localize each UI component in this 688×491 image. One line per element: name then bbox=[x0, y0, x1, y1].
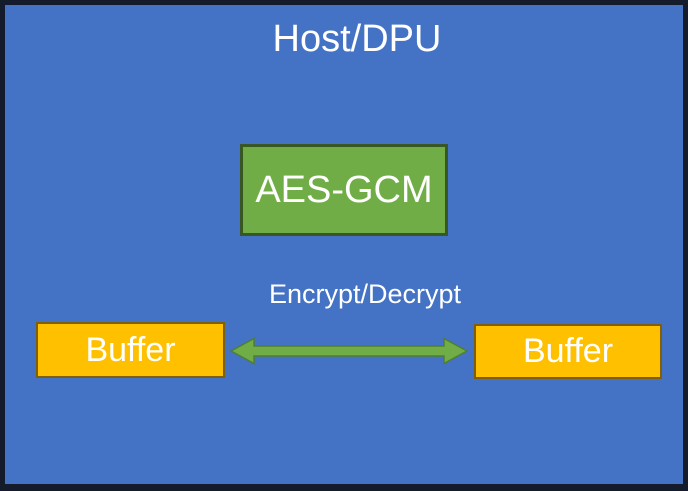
aes-gcm-box: AES-GCM bbox=[240, 144, 448, 236]
panel-title: Host/DPU bbox=[272, 18, 442, 60]
encrypt-decrypt-label: Encrypt/Decrypt bbox=[268, 279, 462, 309]
right-buffer-box: Buffer bbox=[474, 324, 662, 379]
bidirectional-arrow-icon bbox=[230, 337, 468, 365]
aes-gcm-label: AES-GCM bbox=[255, 168, 433, 211]
right-buffer-label: Buffer bbox=[522, 332, 614, 370]
left-buffer-label: Buffer bbox=[85, 330, 176, 369]
left-buffer-box: Buffer bbox=[36, 322, 225, 378]
